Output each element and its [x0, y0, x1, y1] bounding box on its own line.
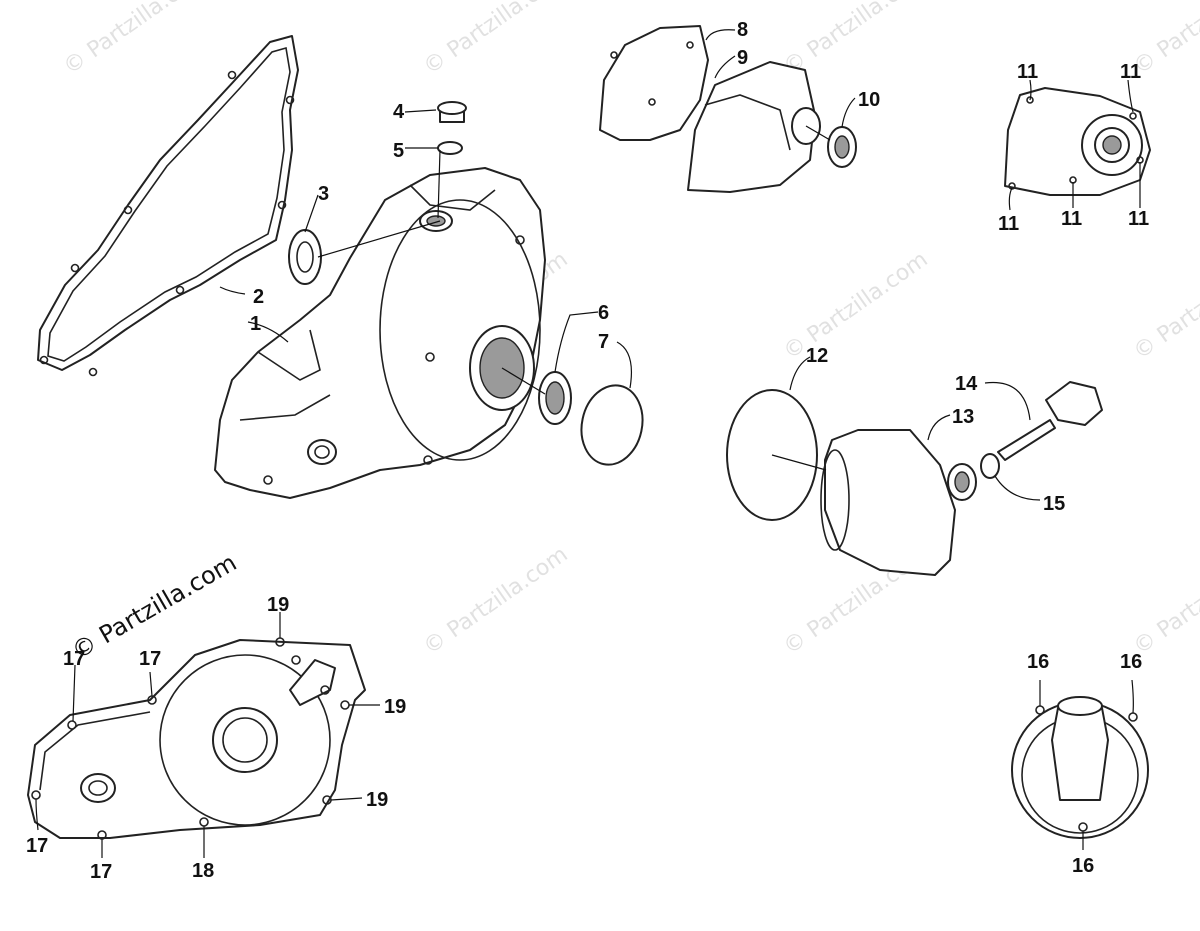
cover-16[interactable] [1011, 696, 1149, 839]
callout-7[interactable]: 7 [598, 331, 609, 353]
watermark: © Partzilla.com [1129, 542, 1200, 660]
cap-7[interactable] [574, 380, 649, 471]
watermark: © Partzilla.com [1129, 247, 1200, 365]
callout-11[interactable]: 11 [1128, 208, 1149, 230]
callout-17[interactable]: 17 [63, 648, 85, 670]
watermark: © Partzilla.com [779, 0, 932, 80]
callout-11[interactable]: 11 [1120, 61, 1141, 83]
callout-16[interactable]: 16 [1027, 651, 1049, 673]
seal-10[interactable] [827, 126, 857, 168]
cover-9[interactable] [687, 61, 821, 193]
gasket-2[interactable] [37, 35, 299, 377]
callout-12[interactable]: 12 [806, 345, 828, 367]
callout-8[interactable]: 8 [737, 19, 748, 41]
leader-lines [35, 29, 1141, 858]
callout-19[interactable]: 19 [384, 696, 406, 718]
seal-6[interactable] [538, 371, 572, 425]
outer-cover-17-19[interactable] [27, 637, 366, 840]
callout-5[interactable]: 5 [393, 140, 404, 162]
callout-18[interactable]: 18 [192, 860, 214, 882]
housing-13[interactable] [820, 429, 977, 576]
callout-4[interactable]: 4 [393, 101, 405, 123]
callout-19[interactable]: 19 [366, 789, 388, 811]
callout-13[interactable]: 13 [952, 406, 974, 428]
gasket-8[interactable] [599, 25, 709, 141]
callout-15[interactable]: 15 [1043, 493, 1065, 515]
callout-9[interactable]: 9 [737, 47, 748, 69]
callout-1[interactable]: 1 [250, 313, 261, 335]
callout-2[interactable]: 2 [253, 286, 264, 308]
callout-11[interactable]: 11 [998, 213, 1019, 235]
o-ring-5[interactable] [437, 141, 463, 155]
callout-6[interactable]: 6 [598, 302, 609, 324]
callout-3[interactable]: 3 [318, 183, 329, 205]
callout-17[interactable]: 17 [90, 861, 112, 883]
callout-11[interactable]: 11 [1061, 208, 1082, 230]
callout-16[interactable]: 16 [1120, 651, 1142, 673]
callout-17[interactable]: 17 [26, 835, 48, 857]
bearing-3[interactable] [288, 229, 322, 285]
callout-17[interactable]: 17 [139, 648, 161, 670]
callout-11[interactable]: 11 [1017, 61, 1038, 83]
callout-16[interactable]: 16 [1072, 855, 1094, 877]
watermark: © Partzilla.com [419, 0, 572, 80]
watermark: © Partzilla.com [59, 0, 212, 80]
plug-4[interactable] [437, 101, 467, 123]
housing-11[interactable] [1004, 87, 1151, 196]
callout-14[interactable]: 14 [955, 373, 978, 395]
callout-10[interactable]: 10 [858, 89, 880, 111]
callout-19[interactable]: 19 [267, 594, 289, 616]
watermark: © Partzilla.com [419, 542, 572, 660]
o-ring-15[interactable] [980, 453, 1000, 479]
watermark: © Partzilla.com [779, 247, 932, 365]
dipstick-14[interactable] [997, 381, 1103, 461]
callout-labels: 2 1 3 4 5 6 7 8 9 10 11 11 11 11 11 12 1… [26, 19, 1149, 883]
